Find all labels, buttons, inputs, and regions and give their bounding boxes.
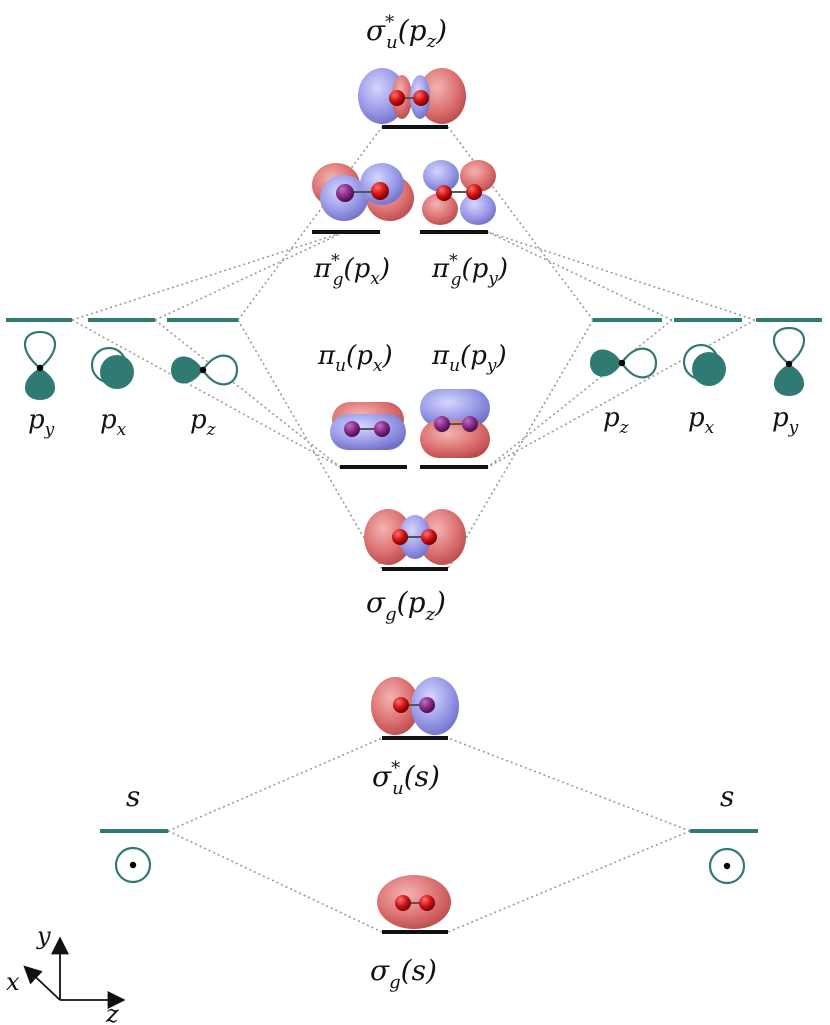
left-py-label: py [28,405,55,440]
left-pz-glyph-icon [171,354,239,386]
pi-u-px-orbital-icon [330,402,406,450]
left-pz-label: pz [190,405,217,440]
pi-u-px-label: πu(px) [317,341,393,376]
pi-g-star-px-orbital-icon [312,163,414,221]
left-s-orbital-icon [114,846,152,884]
right-px-glyph-icon [682,343,726,386]
right-pz-glyph-icon [590,347,658,379]
right-s-orbital-icon [708,847,746,885]
right-py-label: py [772,403,799,438]
axis-x-label: x [6,968,20,996]
sigma-g-pz-label: σg(pz) [366,586,446,625]
pi-g-star-py-label: π*g(py) [431,251,508,290]
left-px-label: px [100,405,127,440]
sigma-g-pz-orbital-icon [364,509,466,565]
coordinate-axes-icon [23,936,126,1009]
sigma-g-s-label: σg(s) [370,954,437,993]
right-py-glyph-icon [772,326,806,396]
left-py-glyph-icon [23,330,57,400]
correlation-lines [71,126,756,933]
sigma-u-star-pz-label: σ*u(pz) [366,12,447,53]
axis-z-label: z [105,1000,119,1025]
right-s-label: s [720,780,734,813]
pi-u-py-label: πu(py) [431,341,507,376]
sigma-u-star-s-orbital-icon [371,677,459,735]
pi-g-star-py-orbital-icon [422,160,496,225]
left-s-label: s [126,780,140,813]
left-px-glyph-icon [90,346,134,389]
right-pz-label: pz [603,403,630,438]
pi-u-py-orbital-icon [420,389,490,458]
pi-g-star-px-label: π*g(px) [313,251,390,290]
right-px-label: px [688,403,715,438]
sigma-u-star-s-label: σ*u(s) [372,758,440,799]
axis-y-label: y [36,922,51,950]
sigma-g-s-orbital-icon [377,875,451,929]
sigma-u-star-pz-orbital-icon [358,68,466,124]
